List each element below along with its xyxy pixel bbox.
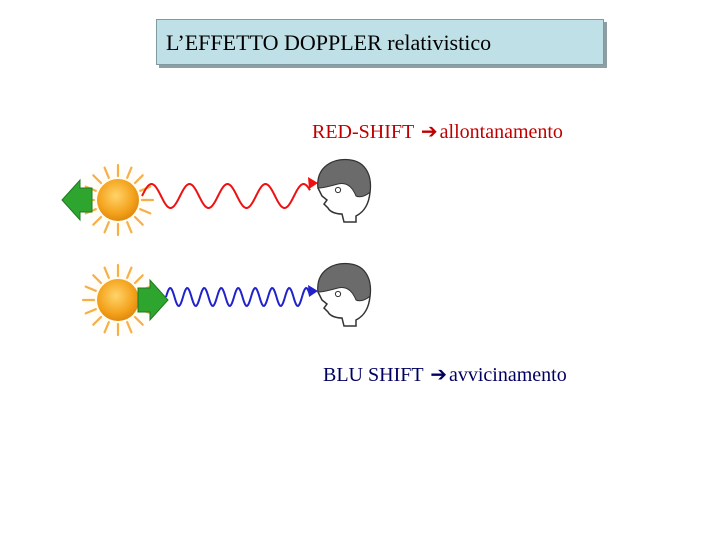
sun-ray: [92, 315, 103, 326]
sun-ray: [139, 208, 152, 215]
sun-ray: [133, 174, 144, 185]
red-wave-arrowhead-icon: [308, 177, 318, 189]
blue-wave: [165, 286, 311, 308]
sun-ray: [126, 266, 133, 279]
right-motion-arrow-icon: [137, 278, 169, 322]
sun-ray: [103, 166, 110, 179]
red-shift-caption: RED-SHIFT ➔allontanamento: [312, 119, 563, 144]
sun-ray: [133, 274, 144, 285]
sun-ray: [84, 285, 97, 292]
title-box: L’EFFETTO DOPPLER relativistico: [156, 19, 604, 65]
observer-head-icon: [317, 158, 372, 223]
sun-ray: [92, 215, 103, 226]
blue-wave-arrowhead-icon: [308, 285, 318, 297]
slide-title: L’EFFETTO DOPPLER relativistico: [166, 30, 492, 55]
sun-rays-icon: [81, 163, 155, 237]
sun-ray: [92, 174, 103, 185]
sun-ray: [103, 266, 110, 279]
sun-ray: [126, 221, 133, 234]
left-motion-arrow-icon: [61, 178, 93, 222]
sun-ray: [103, 221, 110, 234]
sun-ray: [103, 321, 110, 334]
blue-shift-meaning: avvicinamento: [448, 364, 567, 386]
sun-ray: [126, 166, 133, 179]
blue-shift-caption: BLU SHIFT ➔avvicinamento: [323, 362, 567, 387]
observer-head-icon: [317, 262, 372, 327]
sun-ray: [92, 274, 103, 285]
blue-shift-term: BLU SHIFT: [323, 364, 424, 386]
red-wave: [141, 183, 311, 209]
sun-ray: [126, 321, 133, 334]
sun-icon: [97, 179, 139, 221]
sun-ray: [133, 215, 144, 226]
receding-source-group: [61, 156, 162, 244]
sun-icon: [97, 279, 139, 321]
red-shift-meaning: allontanamento: [439, 121, 563, 143]
right-arrow-icon: ➔: [420, 119, 438, 143]
sun-ray: [84, 308, 97, 315]
red-shift-term: RED-SHIFT: [312, 121, 414, 143]
right-arrow-icon: ➔: [430, 362, 447, 386]
approaching-source-group: [72, 254, 169, 346]
sun-ray: [133, 315, 144, 326]
